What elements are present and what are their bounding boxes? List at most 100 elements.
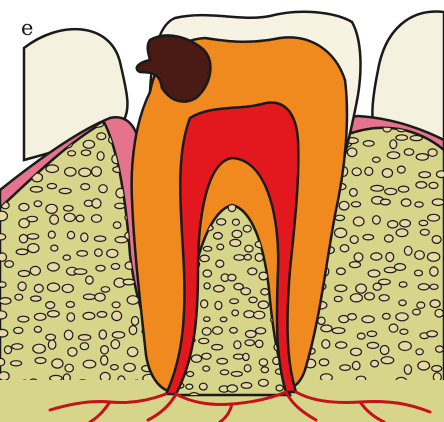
trabecula	[74, 269, 87, 275]
trabecula	[400, 220, 411, 227]
trabecula	[382, 169, 392, 178]
trabecula	[131, 317, 138, 326]
trabecula	[227, 385, 237, 392]
trabecula	[351, 202, 360, 207]
trabecula	[202, 328, 211, 336]
trabecula	[47, 283, 59, 291]
trabecula	[81, 150, 90, 156]
trabecula	[394, 264, 405, 271]
trabecula	[112, 302, 120, 308]
trabecula	[112, 332, 124, 339]
trabecula	[59, 188, 71, 193]
trabecula	[335, 285, 347, 292]
trabecula	[396, 229, 408, 237]
trabecula	[321, 325, 332, 332]
trabecula	[0, 282, 6, 288]
trabecula	[46, 334, 56, 340]
trabecula	[66, 302, 74, 308]
trabecula	[111, 264, 119, 270]
trabecula	[254, 311, 265, 319]
trabecula	[31, 296, 41, 301]
trabecula	[259, 272, 268, 280]
trabecula	[437, 171, 444, 178]
trabecula	[261, 367, 268, 373]
trabecula	[34, 313, 46, 320]
trabecula	[371, 253, 382, 260]
trabecula	[83, 294, 95, 299]
trabecula	[350, 294, 362, 302]
trabecula	[427, 331, 438, 337]
trabecula	[334, 296, 342, 301]
trabecula	[34, 326, 41, 332]
trabecula	[410, 136, 422, 141]
trabecula	[0, 211, 8, 221]
trabecula	[34, 284, 43, 292]
trabecula	[335, 215, 344, 220]
trabecula	[50, 215, 59, 224]
trabecula	[339, 201, 349, 210]
trabecula	[203, 270, 212, 277]
trabecula	[379, 295, 389, 301]
trabecula	[19, 203, 29, 210]
trabecula	[97, 133, 106, 140]
trabecula	[365, 293, 375, 300]
trabecula	[432, 236, 441, 244]
trabecula	[124, 363, 135, 371]
trabecula	[204, 317, 210, 322]
trabecula	[63, 255, 70, 260]
trabecula	[390, 140, 397, 149]
trabecula	[101, 346, 109, 354]
trabecula	[416, 154, 428, 161]
trabecula	[64, 206, 74, 212]
trabecula	[94, 236, 105, 241]
trabecula	[97, 312, 107, 318]
trabecula	[65, 364, 73, 372]
trabecula	[81, 233, 88, 242]
trabecula	[357, 333, 365, 339]
trabecula	[340, 245, 349, 252]
trabecula	[18, 271, 29, 277]
trabecula	[230, 299, 239, 304]
trabecula	[404, 149, 413, 156]
trabecula	[429, 182, 438, 188]
trabecula	[398, 186, 408, 192]
trabecula	[215, 301, 222, 309]
trabecula	[48, 311, 60, 317]
trabecula	[352, 361, 360, 369]
trabecula	[52, 359, 63, 368]
trabecula	[187, 372, 194, 377]
trabecula	[352, 168, 361, 176]
trabecula	[83, 360, 96, 368]
trabecula	[202, 353, 211, 359]
trabecula	[340, 365, 351, 371]
trabecula	[200, 255, 209, 262]
trabecula	[27, 234, 38, 239]
trabecula	[86, 276, 94, 284]
trabecula	[418, 361, 430, 370]
trabecula	[419, 172, 431, 178]
trabecula	[33, 344, 46, 353]
trabecula	[383, 313, 391, 319]
trabecula	[0, 253, 6, 261]
trabecula	[432, 366, 442, 372]
trabecula	[0, 358, 5, 365]
trabecula	[232, 310, 239, 316]
trabecula	[350, 262, 361, 268]
trabecula	[243, 225, 251, 232]
trabecula	[348, 314, 357, 320]
trabecula	[46, 165, 59, 173]
trabecula	[95, 249, 103, 256]
trabecula	[5, 261, 14, 268]
trabecula	[259, 359, 267, 366]
trabecula	[230, 328, 238, 334]
trabecula	[388, 221, 398, 228]
trabecula	[244, 254, 251, 260]
trabecula	[419, 220, 428, 225]
trabecula	[77, 251, 88, 257]
trabecula	[0, 174, 11, 181]
trabecula	[0, 298, 11, 305]
trabecula	[79, 168, 91, 176]
trabecula	[241, 288, 251, 295]
trabecula	[234, 341, 241, 349]
